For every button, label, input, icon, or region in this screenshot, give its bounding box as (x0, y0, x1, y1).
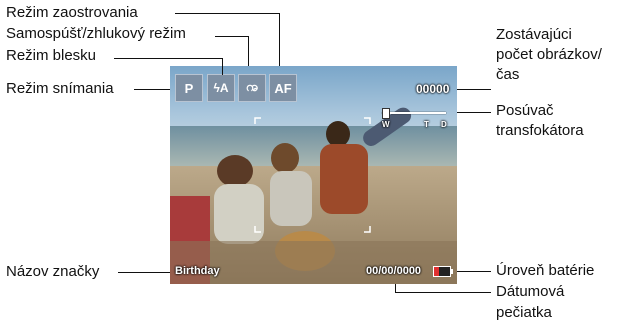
tag-name-text: Birthday (175, 265, 220, 277)
zoom-wide-label: W (382, 120, 390, 129)
zoom-leader (452, 112, 491, 113)
zoom-slider (382, 108, 446, 119)
focus-mode-leader (175, 13, 280, 14)
battery-tip (451, 269, 453, 274)
remaining-label-1: Zostávajúci (496, 26, 572, 43)
zoom-label-1: Posúvač (496, 102, 554, 119)
date-leader-v (395, 282, 396, 293)
zoom-slider-thumb (382, 108, 390, 119)
capture-mode-label: Režim snímania (6, 80, 114, 97)
photo-scene (170, 107, 457, 284)
date-stamp-text: 00/00/0000 (366, 265, 422, 277)
flash-mode-label: Režim blesku (6, 47, 97, 64)
battery-leader (452, 271, 491, 272)
remaining-label-2: počet obrázkov/ (496, 46, 602, 63)
self-timer-leader-v (248, 36, 249, 75)
date-label-1: Dátumová (496, 283, 565, 300)
remaining-leader (455, 89, 491, 90)
capture-mode-leader (134, 89, 176, 90)
self-timer-leader (215, 36, 249, 37)
tag-name-leader (118, 272, 174, 273)
sea-background (170, 126, 457, 166)
battery-label: Úroveň batérie (496, 262, 595, 279)
remaining-label-3: čas (496, 66, 520, 83)
focus-mode-icon: AF (269, 74, 297, 102)
focus-mode-label: Režim zaostrovania (6, 4, 138, 21)
self-timer-label: Samospúšť/zhlukový režim (6, 25, 186, 42)
date-leader (395, 292, 491, 293)
zoom-digital-label: D (441, 120, 447, 129)
tag-name-label: Názov značky (6, 263, 100, 280)
remaining-count: 00000 (416, 82, 450, 96)
zoom-label-2: transfokátora (496, 122, 584, 139)
date-label-2: pečiatka (496, 304, 552, 321)
flash-mode-leader (114, 58, 223, 59)
camera-lcd-screen: P ϟA ꩠ AF 00000 W T D Birthday 00/00/000… (170, 66, 457, 284)
battery-level (434, 267, 439, 276)
flash-screen-tick (222, 66, 223, 75)
zoom-slider-track (382, 112, 446, 114)
focus-frame (254, 117, 371, 233)
zoom-tele-label: T (424, 120, 429, 129)
focus-mode-leader-v (279, 13, 280, 75)
battery-icon (433, 266, 453, 277)
capture-mode-icon: P (175, 74, 203, 102)
flash-mode-icon: ϟA (207, 74, 235, 102)
self-timer-icon: ꩠ (238, 74, 266, 102)
